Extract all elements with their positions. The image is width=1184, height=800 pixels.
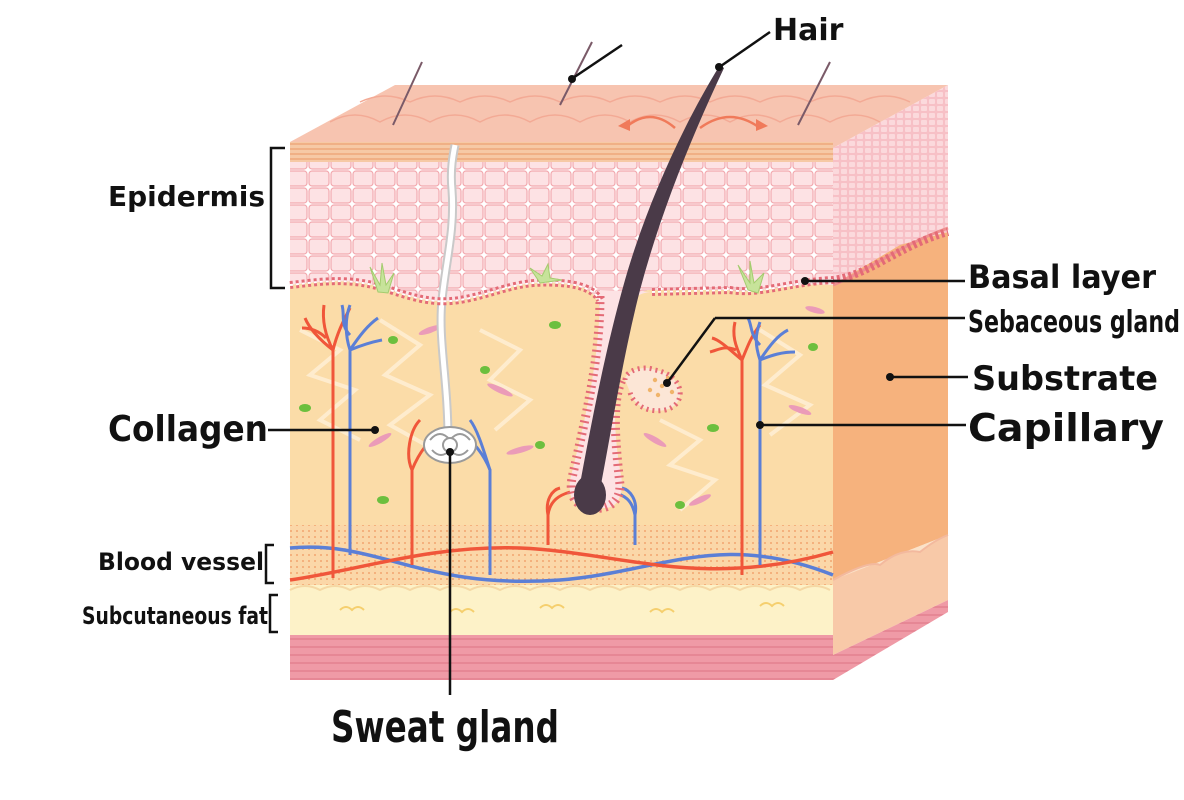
melanocytes [369,260,765,294]
label-dots [371,63,894,456]
hair-label: Hair [773,13,844,48]
sebaceous-gland-label: Sebaceous gland [968,305,1180,340]
capillary-right [709,317,796,575]
surface-hairs [392,41,831,126]
epidermis-label: Epidermis [108,180,265,213]
base-layer [290,635,833,680]
capillary-label: Capillary [968,406,1164,450]
basal-layer-label: Basal layer [968,258,1156,296]
subcutaneous-fat-layer [289,585,833,635]
collagen-label: Collagen [108,409,268,450]
capillary-left [301,304,383,578]
sweat-gland-label: Sweat gland [331,702,559,753]
sweat-gland [423,144,477,464]
subcutaneous-fat-label: Subcutaneous fat [82,602,268,630]
epidermis-layer [290,142,833,310]
label-lines [264,30,968,695]
substrate-label: Substrate [972,359,1158,399]
blood-vessel-network [289,545,834,584]
blood-vessel-label: Blood vessel [98,548,264,576]
hair-follicle [566,65,724,515]
block-side-face [832,85,949,680]
skin-surface [290,85,948,148]
